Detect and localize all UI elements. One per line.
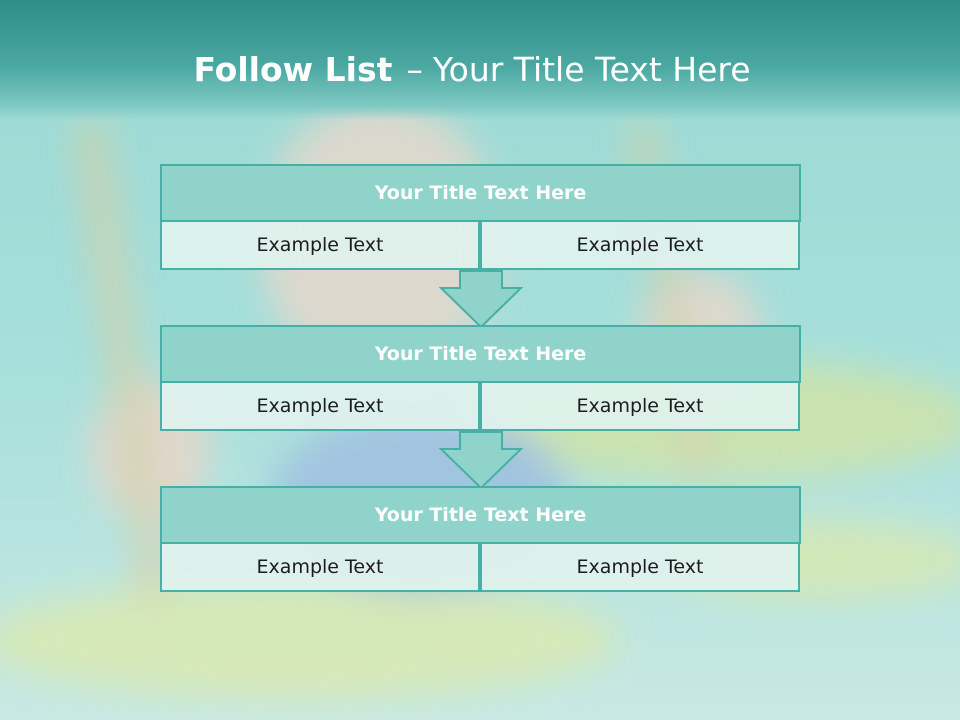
block-title: Your Title Text Here — [160, 164, 801, 222]
slide-title-bold: Follow List — [193, 50, 393, 89]
block-cell-right: Example Text — [480, 220, 800, 270]
slide-title-rest: Your Title Text Here — [432, 50, 751, 89]
slide-title: Follow List–Your Title Text Here — [0, 50, 944, 89]
header-band — [0, 0, 960, 120]
block-title: Your Title Text Here — [160, 325, 801, 383]
down-arrow-icon — [438, 431, 524, 490]
slide-title-dash: – — [406, 50, 423, 89]
down-arrow-icon — [438, 270, 524, 329]
block-cell-left: Example Text — [160, 542, 480, 592]
block-cell-left: Example Text — [160, 220, 480, 270]
block-title: Your Title Text Here — [160, 486, 801, 544]
block-cell-right: Example Text — [480, 542, 800, 592]
block-cell-left: Example Text — [160, 381, 480, 431]
block-cell-right: Example Text — [480, 381, 800, 431]
